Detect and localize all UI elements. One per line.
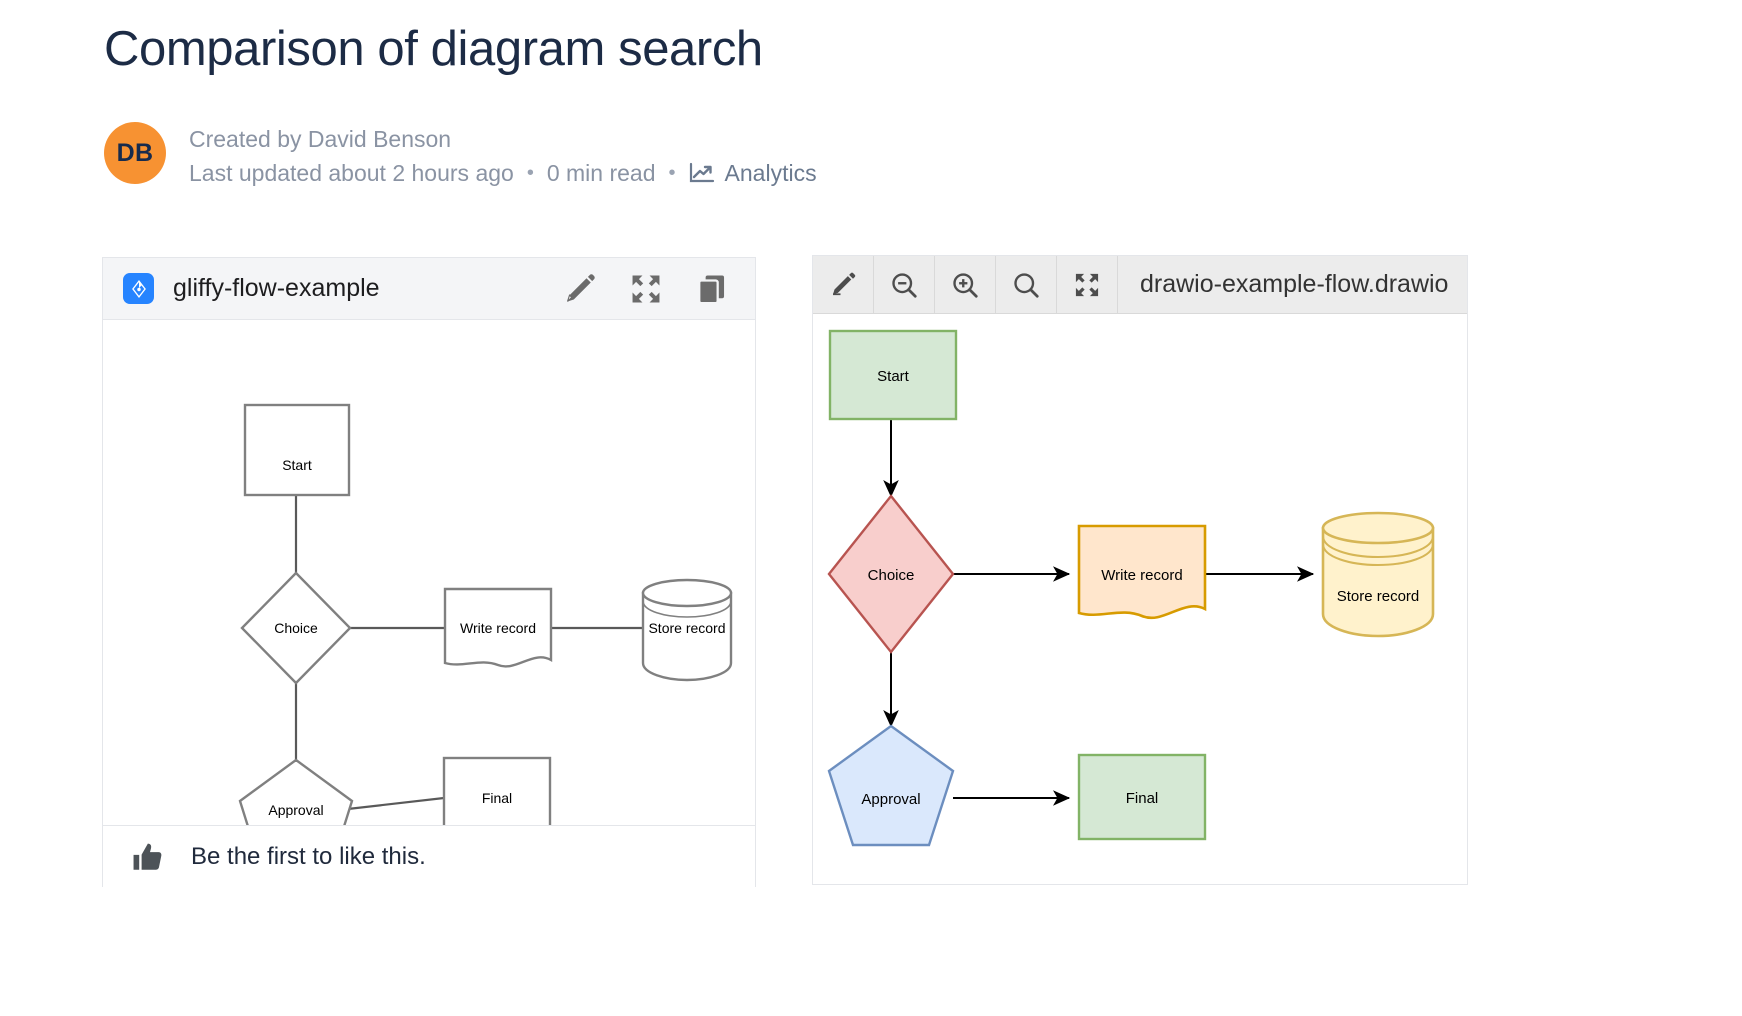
node-start-label: Start: [877, 368, 910, 385]
byline: DB Created by David Benson Last updated …: [104, 122, 817, 189]
node-store-record[interactable]: Store record: [1321, 511, 1435, 638]
node-store-record-label: Store record: [1337, 588, 1420, 605]
node-approval-label: Approval: [861, 791, 920, 808]
node-final-label: Final: [1126, 790, 1159, 807]
last-updated-label: Last updated about 2 hours ago: [189, 160, 514, 186]
avatar[interactable]: DB: [104, 122, 166, 184]
fullscreen-icon[interactable]: [1057, 256, 1118, 313]
analytics-link[interactable]: Analytics: [689, 157, 817, 189]
node-approval[interactable]: Approval: [238, 758, 354, 825]
gliffy-like-footer: Be the first to like this.: [103, 825, 755, 887]
gliffy-header-actions: [563, 272, 735, 306]
drawio-macro-panel: drawio-example-flow.drawio: [812, 255, 1468, 885]
node-write-record-label: Write record: [1101, 567, 1182, 584]
gliffy-diagram-title: gliffy-flow-example: [173, 274, 380, 302]
drawio-diagram-canvas[interactable]: Start Choice Write record: [813, 314, 1467, 884]
node-final[interactable]: Final: [1077, 753, 1207, 841]
fullscreen-icon[interactable]: [629, 272, 663, 306]
node-store-record[interactable]: Store record: [641, 578, 733, 682]
node-store-record-label: Store record: [648, 620, 725, 636]
analytics-label: Analytics: [724, 160, 817, 186]
edit-pencil-icon[interactable]: [813, 256, 874, 313]
meta-separator-1: •: [526, 162, 534, 184]
node-write-record[interactable]: Write record: [443, 587, 553, 668]
drawio-file-name: drawio-example-flow.drawio: [1140, 270, 1449, 298]
gliffy-diagram-canvas[interactable]: Start Choice Write record Store: [103, 320, 755, 825]
node-choice[interactable]: Choice: [240, 571, 352, 685]
page-title: Comparison of diagram search: [104, 22, 763, 76]
gliffy-edges: [294, 495, 643, 812]
byline-text: Created by David Benson Last updated abo…: [189, 122, 817, 189]
gliffy-macro-panel: gliffy-flow-example: [102, 257, 756, 887]
meta-separator-2: •: [668, 162, 676, 184]
node-final[interactable]: Final: [442, 756, 552, 825]
node-write-record[interactable]: Write record: [1077, 524, 1207, 620]
meta-line: Last updated about 2 hours ago • 0 min r…: [189, 157, 817, 189]
zoom-out-icon[interactable]: [874, 256, 935, 313]
node-choice-label: Choice: [274, 620, 318, 636]
drawio-flowchart: Start Choice Write record: [827, 329, 1435, 847]
node-approval-label: Approval: [268, 802, 323, 818]
search-icon[interactable]: [996, 256, 1057, 313]
analytics-chart-icon: [689, 162, 725, 184]
like-prompt-label: Be the first to like this.: [191, 842, 426, 870]
node-choice-label: Choice: [868, 567, 915, 584]
gliffy-icon: [123, 273, 154, 304]
node-approval[interactable]: Approval: [827, 724, 955, 847]
node-choice[interactable]: Choice: [827, 494, 955, 654]
gliffy-flowchart: Start Choice Write record Store: [238, 403, 733, 825]
copy-icon[interactable]: [695, 272, 729, 306]
node-write-record-label: Write record: [460, 620, 536, 636]
gliffy-macro-header: gliffy-flow-example: [103, 258, 755, 320]
drawio-toolbar: drawio-example-flow.drawio: [813, 256, 1467, 314]
zoom-in-icon[interactable]: [935, 256, 996, 313]
edge-approval-final: [338, 796, 445, 812]
node-final-label: Final: [482, 790, 512, 806]
created-by-label: Created by David Benson: [189, 126, 452, 152]
read-time-label: 0 min read: [546, 160, 656, 186]
drawio-edges: [883, 418, 1315, 806]
node-start[interactable]: Start: [828, 329, 958, 421]
node-start-label: Start: [282, 457, 312, 473]
edit-pencil-icon[interactable]: [563, 272, 597, 306]
node-start[interactable]: Start: [243, 403, 351, 497]
thumbs-up-icon[interactable]: [129, 840, 165, 874]
